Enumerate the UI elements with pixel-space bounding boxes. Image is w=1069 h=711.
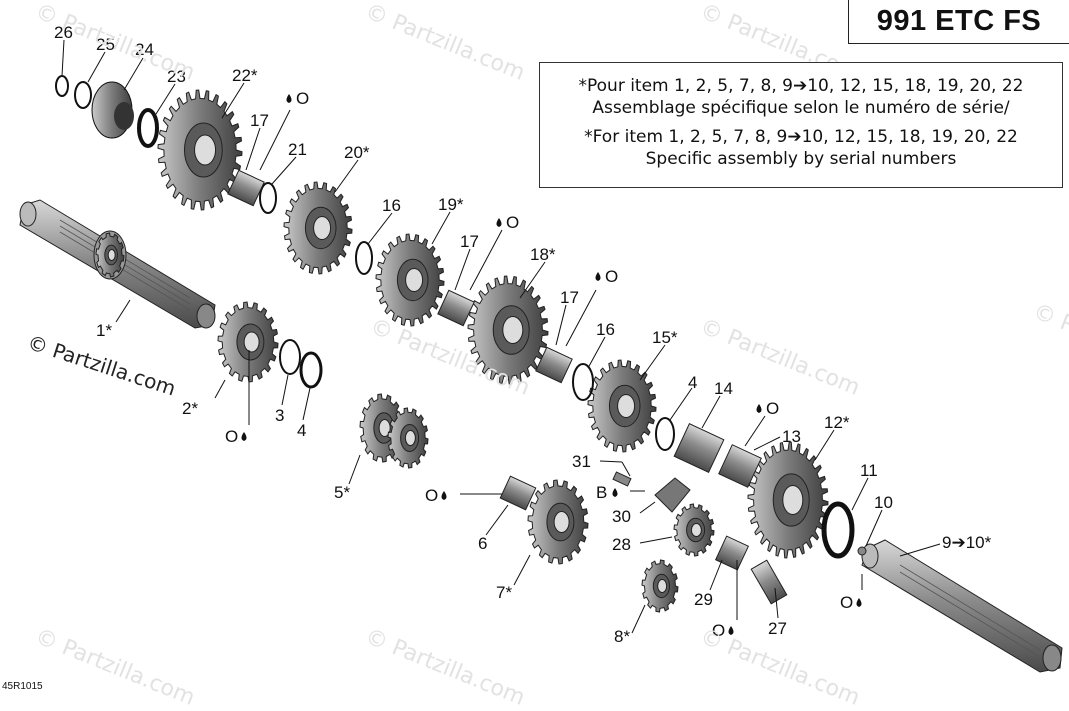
svg-text:B: B (596, 483, 607, 502)
part-label-30: 30 (612, 507, 631, 526)
part-label-10: 10 (874, 493, 893, 512)
lube-symbol: O (712, 621, 734, 640)
gears-group (95, 89, 829, 613)
part-label-6: 6 (478, 534, 487, 553)
svg-text:O: O (840, 593, 853, 612)
part-label-16a: 16 (382, 196, 401, 215)
part-label-5: 5* (334, 483, 350, 502)
part-label-14: 14 (714, 379, 733, 398)
part-label-3: 3 (275, 406, 284, 425)
lube-symbol: O (756, 399, 779, 418)
lube-symbol: O (286, 89, 309, 108)
part-label-19: 19* (438, 195, 464, 214)
gear-18 (467, 275, 549, 385)
part-label-7: 7* (496, 583, 512, 602)
part-label-29: 29 (694, 590, 713, 609)
part-label-16b: 16 (596, 320, 615, 339)
part-label-13: 13 (782, 427, 801, 446)
svg-text:O: O (225, 427, 238, 446)
part-label-12: 12* (824, 413, 850, 432)
lube-symbols: O O O O O O B O O (225, 89, 862, 640)
svg-text:O: O (605, 267, 618, 286)
svg-text:O: O (766, 399, 779, 418)
part-label-26: 26 (54, 23, 73, 42)
part-label-18: 18* (530, 245, 556, 264)
part-label-17a: 17 (250, 111, 269, 130)
part-label-23: 23 (167, 67, 186, 86)
part-label-4a: 4 (688, 373, 697, 392)
gear-5b (387, 407, 429, 469)
gear-19 (375, 233, 445, 327)
part-label-21: 21 (288, 140, 307, 159)
note-fr-line1: *Pour item 1, 2, 5, 7, 8, 9➔10, 12, 15, … (578, 76, 1024, 96)
lube-symbol: O (496, 213, 519, 232)
rings-group (55, 75, 855, 559)
part-label-17b: 17 (460, 232, 479, 251)
part-label-2: 2* (182, 399, 198, 418)
part-label-11: 11 (860, 461, 878, 480)
part-label-28: 28 (612, 535, 631, 554)
gear-2 (217, 301, 279, 383)
svg-text:O: O (506, 213, 519, 232)
transmission-exploded-diagram: 26 25 24 23 22* 21 20* 19* 18* 17 17 17 … (19, 23, 1063, 673)
part-label-8: 8* (614, 627, 630, 646)
gear-1-teeth (95, 232, 125, 278)
gear-22 (157, 89, 243, 211)
part-label-15: 15* (652, 328, 678, 347)
note-en-line2: Specific assembly by serial numbers (645, 149, 957, 169)
serial-note-box: *Pour item 1, 2, 5, 7, 8, 9➔10, 12, 15, … (539, 62, 1063, 188)
part-label-1: 1* (96, 321, 112, 340)
leader-lines (61, 39, 941, 634)
gear-12 (747, 441, 829, 559)
output-shaft (861, 539, 1063, 673)
gear-15 (587, 359, 657, 453)
lube-symbol: O (595, 267, 618, 286)
bearings-group (91, 81, 867, 605)
lube-symbol: O (225, 427, 247, 446)
part-label-17c: 17 (560, 288, 579, 307)
svg-text:O: O (425, 486, 438, 505)
part-label-9-10: 9➔10* (942, 533, 992, 552)
note-fr-line2: Assemblage spécifique selon le numéro de… (592, 98, 1010, 118)
gear-8 (641, 559, 679, 613)
diagram-reference: 45R1015 (2, 681, 43, 692)
part-label-22: 22* (232, 66, 258, 85)
svg-text:O: O (296, 89, 309, 108)
model-title: 991 ETC FS (848, 0, 1069, 44)
lube-symbol: B (596, 483, 618, 502)
part-label-24: 24 (135, 40, 154, 59)
svg-text:O: O (712, 621, 725, 640)
gear-28 (673, 503, 715, 557)
part-label-31: 31 (572, 452, 591, 471)
note-en-line1: *For item 1, 2, 5, 7, 8, 9➔10, 12, 15, 1… (584, 127, 1018, 147)
gear-20 (283, 181, 353, 275)
part-label-27: 27 (768, 619, 787, 638)
part-label-4b: 4 (297, 421, 306, 440)
part-label-25: 25 (96, 35, 115, 54)
lube-symbol: O (425, 486, 447, 505)
part-labels: 26 25 24 23 22* 21 20* 19* 18* 17 17 17 … (54, 23, 992, 646)
part-label-20: 20* (344, 143, 370, 162)
lube-symbol: O (840, 593, 862, 612)
gear-7 (527, 479, 589, 565)
